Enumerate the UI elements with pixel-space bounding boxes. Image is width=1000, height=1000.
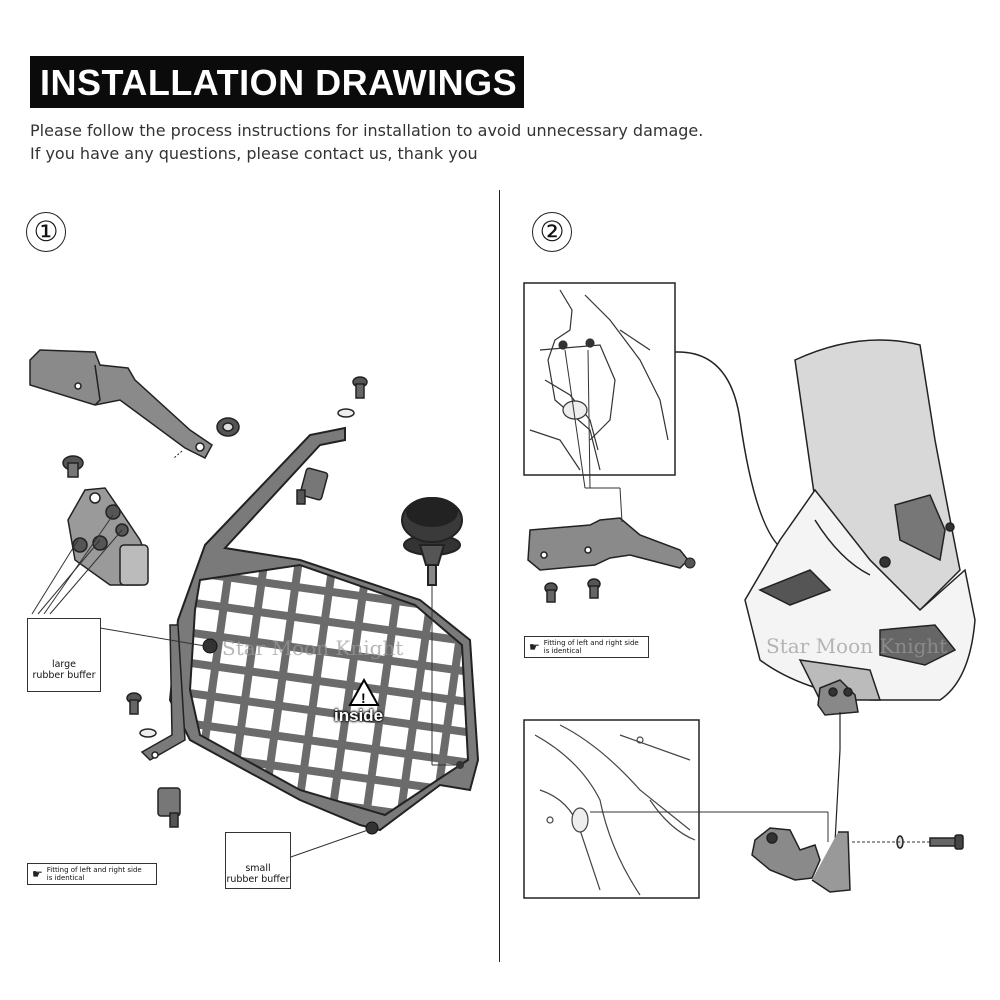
large-buffer-dot [202,638,218,654]
lower-bolt [126,692,157,738]
watermark-right: Star Moon Knight [766,634,948,658]
page-title: INSTALLATION DRAWINGS : [40,62,541,103]
pointer-lines [31,514,123,615]
inside-label: inside [334,706,384,725]
lower-bolt-panel2 [896,834,964,850]
lower-detail-sketch [534,724,696,896]
step-2-marker: ② [532,212,572,252]
lower-bracket [751,827,851,893]
upper-spacer [296,467,329,505]
upper-bolt [337,376,368,418]
title-bar [30,56,524,108]
step-1-marker: ① [26,212,66,252]
clamp-bolt [62,455,84,478]
small-buffer-line-2: rubber buffer [226,874,290,885]
note-left-line-1: Fitting of left and right side [46,866,142,874]
pointing-hand-icon: ☛ [32,867,43,881]
note-right-line-2: is identical [543,647,582,655]
large-buffer-line-1: large [51,659,77,670]
note-left-line-2: is identical [46,874,85,882]
symmetry-note-left: ☛ Fitting of left and right side is iden… [27,863,157,885]
rubber-buffer-closeup [401,497,463,586]
instruction-line-1: Please follow the process instructions f… [30,121,704,140]
svg-text:!: ! [361,690,366,706]
small-buffer-line-1: small [245,863,271,874]
instruction-line-2: If you have any questions, please contac… [30,144,478,163]
windshield-bracket [527,517,690,571]
large-buffer-line-2: rubber buffer [32,670,96,681]
mount-clamp [67,487,149,586]
lower-spacer [157,787,181,828]
panel-divider [499,190,500,962]
upper-detail-frame [523,282,676,476]
bracket-bolts [544,578,601,603]
lower-detail-frame [523,719,700,899]
small-rubber-buffer-label: small rubber buffer [225,832,291,889]
large-rubber-buffer-label: large rubber buffer [27,618,101,692]
symmetry-note-right: ☛ Fitting of left and right side is iden… [524,636,649,658]
warning-triangle-icon: ! [348,677,380,706]
small-buffer-dot [365,821,379,835]
upper-bracket [29,349,213,459]
lower-mount-on-bike [817,679,859,716]
watermark-left: Star Moon Knight [222,636,404,660]
guard-side-bracket [140,624,186,761]
bracket-nut [216,417,240,437]
pointing-hand-icon: ☛ [529,640,540,654]
note-right-line-1: Fitting of left and right side [543,639,639,647]
headlight-guard-frame [168,426,480,832]
